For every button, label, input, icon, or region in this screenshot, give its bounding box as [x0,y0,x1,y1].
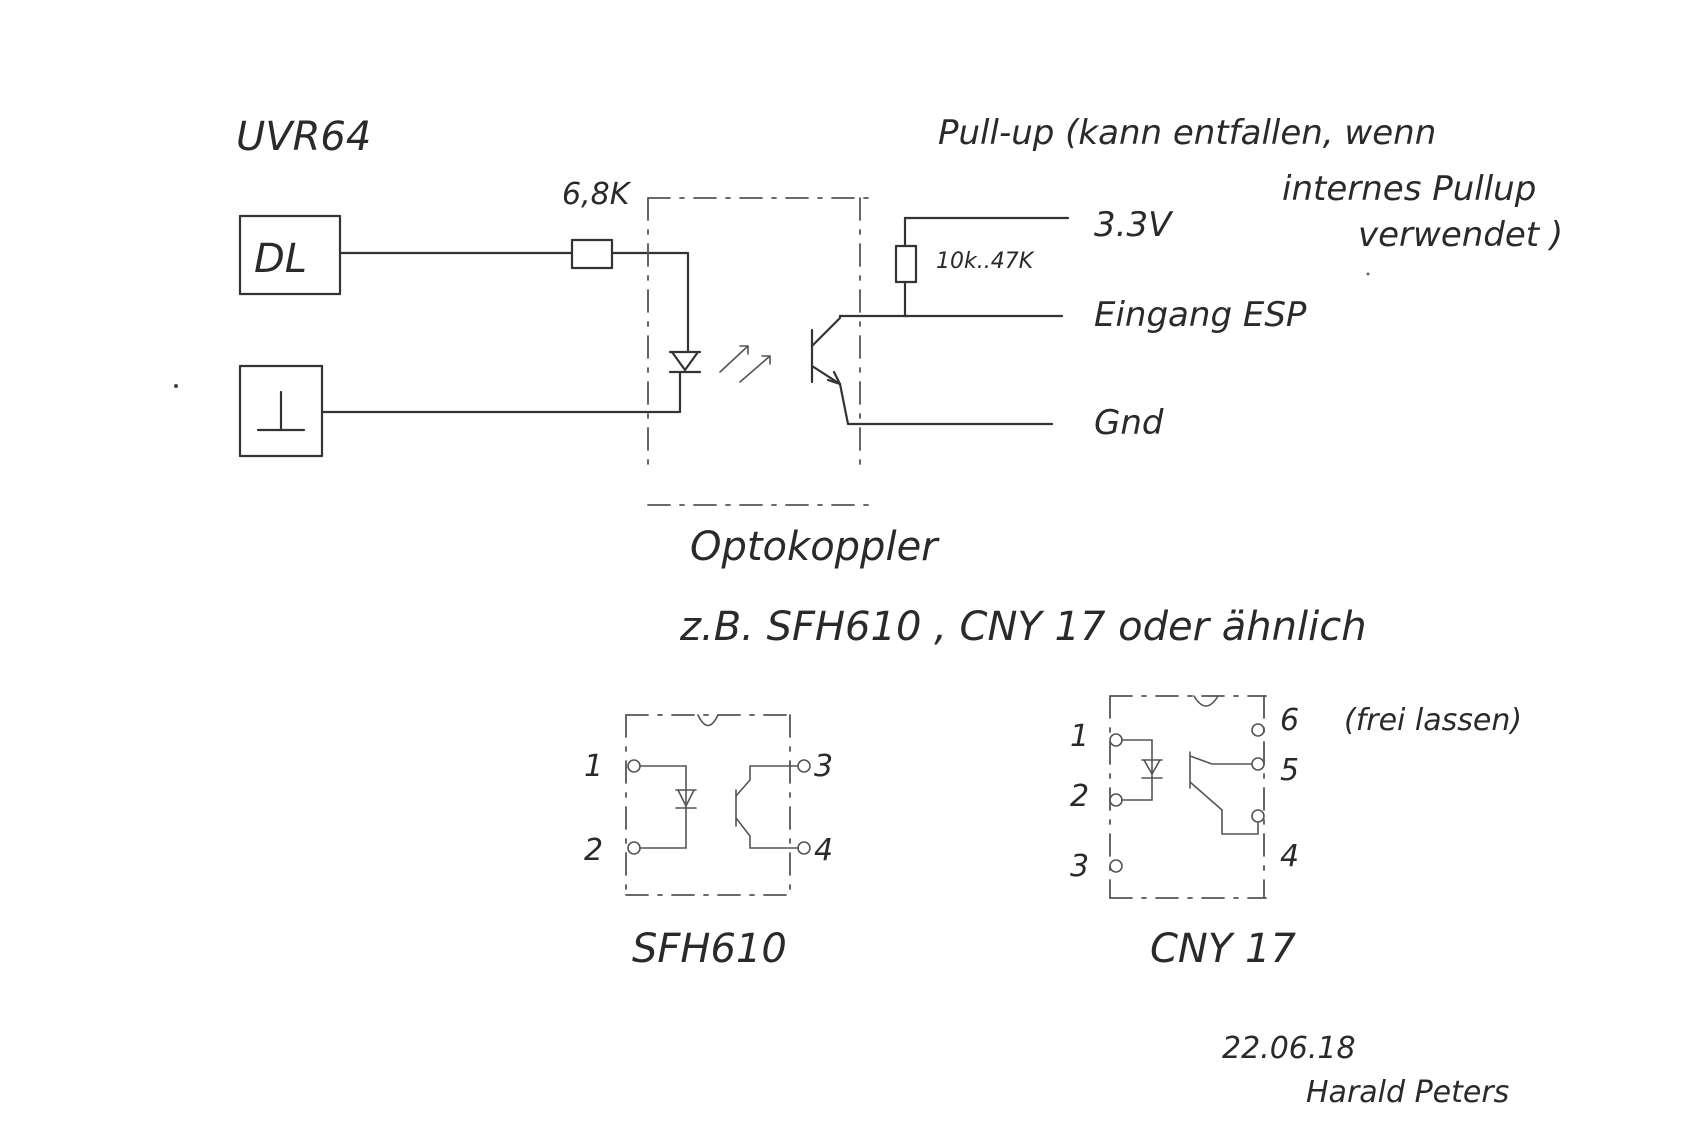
sfh610-pin-3: 3 [814,749,833,784]
device-title: UVR64 [236,114,371,160]
pullup-value: 10k..47K [936,249,1035,274]
dl-terminal: DL [238,214,342,296]
series-resistor-label: 6,8K [562,177,632,212]
cny17-pin-6: 6 [1280,703,1299,738]
pullup-note: Pull-up (kann entfallen, wenn [938,113,1436,153]
esp-input-label: Eingang ESP [1094,295,1307,335]
cny17-pinout [1109,695,1267,899]
sfh610-pinout [625,714,811,896]
optocoupler-package [647,197,869,506]
gnd-label: Gnd [1094,403,1164,443]
cny17-pin-4: 4 [1280,839,1299,874]
cny17-pin-3: 3 [1070,849,1089,884]
pullup-note-line3: verwendet ) [1358,215,1563,255]
series-resistor [570,238,614,270]
cny17-pin-1: 1 [1070,719,1089,754]
gnd-terminal [238,364,324,458]
wire-gnd [320,370,682,414]
cny17-pin-5: 5 [1280,753,1299,788]
signature-author: Harald Peters [1306,1075,1509,1110]
sfh610-pin-2: 2 [584,833,603,868]
sfh610-pin-4: 4 [814,833,833,868]
signature-date: 22.06.18 [1222,1031,1356,1066]
cny17-pin-2: 2 [1070,779,1089,814]
wire-led-anode [610,251,690,354]
optocoupler-label: Optokoppler [690,524,940,570]
cny17-label: CNY 17 [1150,926,1296,972]
cny17-pin6-note: (frei lassen) [1344,703,1522,738]
sfh610-pin-1: 1 [584,749,603,784]
optocoupler-led [668,345,771,383]
dl-label: DL [254,236,307,282]
vcc-label: 3.3V [1094,205,1174,245]
pullup-resistor: 10k..47K [894,216,1035,318]
pullup-note-line2: internes Pullup [1282,169,1536,209]
optocoupler-transistor [810,314,1054,426]
optocoupler-examples: z.B. SFH610 , CNY 17 oder ähnlich [679,604,1367,650]
sfh610-label: SFH610 [632,926,787,972]
